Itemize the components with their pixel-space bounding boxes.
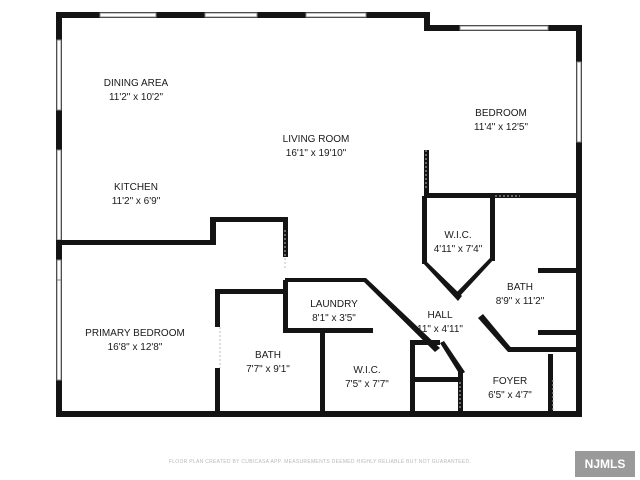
room-name-living-room: LIVING ROOM: [283, 134, 350, 145]
room-name-laundry: LAUNDRY: [310, 299, 358, 310]
room-dims-bath-2: 7'7" x 9'1": [246, 364, 290, 375]
room-name-bath-2: BATH: [255, 350, 281, 361]
room-dims-living-room: 16'1" x 19'10": [286, 148, 347, 159]
room-dims-bath-1: 8'9" x 11'2": [496, 296, 545, 307]
room-name-wic-1: W.I.C.: [444, 230, 471, 241]
njmls-logo: NJMLS: [575, 451, 635, 477]
room-name-kitchen: KITCHEN: [114, 182, 158, 193]
room-dims-wic-1: 4'11" x 7'4": [434, 244, 483, 255]
room-dims-laundry: 8'1" x 3'5": [312, 313, 356, 324]
room-labels: DINING AREA 11'2" x 10'2" LIVING ROOM 16…: [85, 78, 545, 401]
room-dims-wic-2: 7'5" x 7'7": [345, 379, 389, 390]
room-dims-dining-area: 11'2" x 10'2": [109, 92, 164, 103]
room-name-foyer: FOYER: [493, 376, 527, 387]
room-dims-hall: 11" x 4'11": [417, 324, 463, 335]
room-name-bedroom: BEDROOM: [475, 108, 527, 119]
room-dims-primary-bedroom: 16'8" x 12'8": [108, 342, 163, 353]
room-name-wic-2: W.I.C.: [353, 365, 380, 376]
outer-walls: [56, 12, 582, 417]
room-name-bath-1: BATH: [507, 282, 533, 293]
room-dims-kitchen: 11'2" x 6'9": [112, 196, 161, 207]
windows: [56, 12, 582, 381]
floor-plan-disclaimer: FLOOR PLAN CREATED BY CUBICASA APP. MEAS…: [168, 459, 472, 465]
room-dims-bedroom: 11'4" x 12'5": [474, 122, 529, 133]
room-name-hall: HALL: [427, 310, 452, 321]
room-name-dining-area: DINING AREA: [104, 78, 169, 89]
room-dims-foyer: 6'5" x 4'7": [488, 390, 532, 401]
door-openings: [219, 150, 554, 410]
room-name-primary-bedroom: PRIMARY BEDROOM: [85, 328, 185, 339]
